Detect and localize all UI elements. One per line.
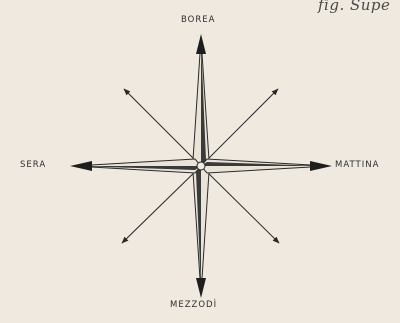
northwest-arrow <box>124 89 201 166</box>
compass-center <box>197 162 205 170</box>
east-point <box>201 159 332 173</box>
north-label: BOREA <box>181 15 215 25</box>
north-point <box>193 34 209 166</box>
southwest-arrow <box>122 166 201 243</box>
northeast-arrow <box>201 89 278 166</box>
east-label: MATTINA <box>335 160 379 170</box>
west-point <box>70 159 201 173</box>
southeast-arrow <box>201 166 279 243</box>
west-label: SERA <box>20 160 46 170</box>
south-point <box>193 166 209 298</box>
south-label: MEZZODÌ <box>170 300 217 310</box>
